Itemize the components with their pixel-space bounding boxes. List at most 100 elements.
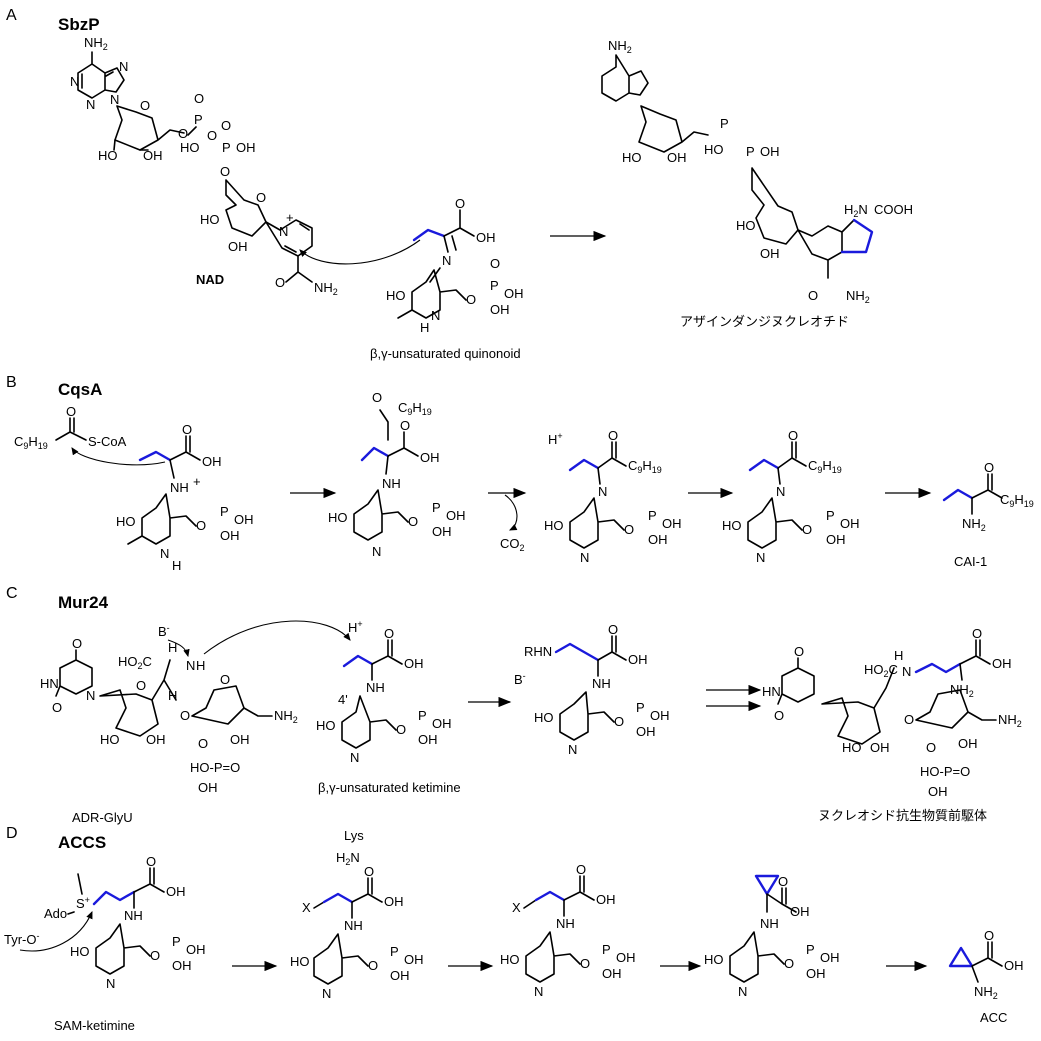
ribose1-o: O	[140, 98, 150, 113]
d2-h2n: H2N	[336, 850, 360, 867]
d1-poh: OH	[186, 942, 206, 957]
d1-nh: NH	[124, 908, 143, 923]
d2-p: P	[390, 944, 399, 959]
ket-po: O	[396, 722, 406, 737]
d3-poh: OH	[616, 950, 636, 965]
c-h1: H	[168, 640, 177, 655]
adenine-n-3: N	[86, 97, 95, 112]
p-c-ho: HO	[842, 740, 862, 755]
b1-poh: OH	[234, 512, 254, 527]
panel-a-letter: A	[6, 7, 17, 24]
b1-nring-h: H	[172, 558, 181, 573]
p-c-o-link: O	[904, 712, 914, 727]
product-a-ho2: HO	[704, 142, 724, 157]
deprotonation-arrow-d	[19, 910, 93, 952]
d3-nring: N	[534, 984, 543, 999]
b2-po: O	[408, 514, 418, 529]
b1-o: O	[182, 422, 192, 437]
quinonoid-oh: OH	[476, 230, 496, 245]
ci-poh2: OH	[636, 724, 656, 739]
p-c-phos-oh: OH	[928, 784, 948, 799]
product-a-oh3: OH	[760, 246, 780, 261]
d4-nring: N	[738, 984, 747, 999]
ket-p: P	[418, 708, 427, 723]
decarboxylation-arrow	[504, 494, 518, 531]
b4-o: O	[788, 428, 798, 443]
acyl-coa-structure: C9H19 O S-CoA	[14, 404, 127, 451]
panel-c-letter: C	[6, 585, 18, 602]
quinonoid-poh2: OH	[490, 302, 510, 317]
amide-nh2: NH2	[314, 280, 338, 297]
d3-po: O	[580, 956, 590, 971]
adenine-n-1: N	[70, 74, 79, 89]
d3-oh: OH	[596, 892, 616, 907]
quinonoid-n: N	[442, 253, 451, 268]
phosphate1-ho: HO	[180, 140, 200, 155]
p-c-n: N	[902, 664, 911, 679]
quinonoid-n2: N	[431, 308, 440, 323]
cai1-structure: O C9H19 NH2	[942, 460, 1034, 533]
cai1-nh2: NH2	[962, 516, 986, 533]
d2-lys: Lys	[344, 828, 364, 843]
c-phos-o: O	[198, 736, 208, 751]
b4-nring: N	[756, 550, 765, 565]
b3-p: P	[648, 508, 657, 523]
panel-d-enzyme-name: ACCS	[58, 833, 106, 852]
b1-ho: HO	[116, 514, 136, 529]
d-intermediate3-structure: O OH NH HO N O P OH OH	[704, 874, 840, 999]
d4-p: P	[806, 942, 815, 957]
panel-b-letter: B	[6, 374, 17, 391]
ci-nh: NH	[592, 676, 611, 691]
b3-po: O	[624, 522, 634, 537]
product-c-caption: ヌクレオシド抗生物質前駆体	[818, 808, 987, 823]
acyl-o: O	[66, 404, 76, 419]
b1-p: P	[220, 504, 229, 519]
c-nh: N	[186, 658, 195, 673]
quinonoid-o2: O	[466, 292, 476, 307]
acc-oh: OH	[1004, 958, 1024, 973]
b3-hplus: H+	[548, 431, 563, 447]
d3-x: X	[512, 900, 521, 915]
p-c-oh3: OH	[958, 736, 978, 751]
acc-o: O	[984, 928, 994, 943]
c-nh2: NH2	[274, 708, 298, 725]
adenine-nh2-label: NH2	[84, 35, 108, 52]
cqsa-intermediate2-structure: H+ O C9H19 N HO N O P OH OH	[544, 428, 682, 565]
ket-nring: N	[350, 750, 359, 765]
panel-d-letter: D	[6, 825, 18, 842]
uracil-o1: O	[72, 636, 82, 651]
acc-caption: ACC	[980, 1010, 1007, 1025]
b1-nh: NH	[170, 480, 189, 495]
quinonoid-p: P	[490, 278, 499, 293]
p-c-oh2: OH	[992, 656, 1012, 671]
c-ribose2-o: O	[220, 672, 230, 687]
p-c-nh2b: NH2	[998, 712, 1022, 729]
d2-oh: OH	[384, 894, 404, 909]
b2-acyl-o: O	[372, 390, 382, 405]
b4-nh: N	[776, 484, 785, 499]
attack-arrow-b	[71, 447, 166, 466]
d1-po: O	[150, 948, 160, 963]
b4-po: O	[802, 522, 812, 537]
d1-poh2: OH	[172, 958, 192, 973]
c-o-link: O	[180, 708, 190, 723]
nad-structure: NH2 N N N N O HO OH O P O HO O P O OH O …	[70, 35, 338, 297]
cai1-o: O	[984, 460, 994, 475]
b1-poh2: OH	[220, 528, 240, 543]
d4-oh: OH	[790, 904, 810, 919]
cai1-c9h19: C9H19	[1000, 492, 1034, 509]
b2-o: O	[400, 418, 410, 433]
ci-ho: HO	[534, 710, 554, 725]
cai1-caption: CAI-1	[954, 554, 987, 569]
d1-nring: N	[106, 976, 115, 991]
azaindane-dinucleotide-structure: NH2 HO OH P HO P OH HO OH H2N COOH O NH2	[601, 38, 913, 305]
acc-nh2: NH2	[974, 984, 998, 1001]
b3-poh: OH	[662, 516, 682, 531]
quinonoid-poh: OH	[504, 286, 524, 301]
b3-c9h19: C9H19	[628, 458, 662, 475]
d2-poh2: OH	[390, 968, 410, 983]
d-ado: Ado	[44, 906, 67, 921]
c-h2: H	[168, 688, 177, 703]
b2-oh: OH	[420, 450, 440, 465]
p-c-ho2c: HO2C	[864, 662, 898, 679]
